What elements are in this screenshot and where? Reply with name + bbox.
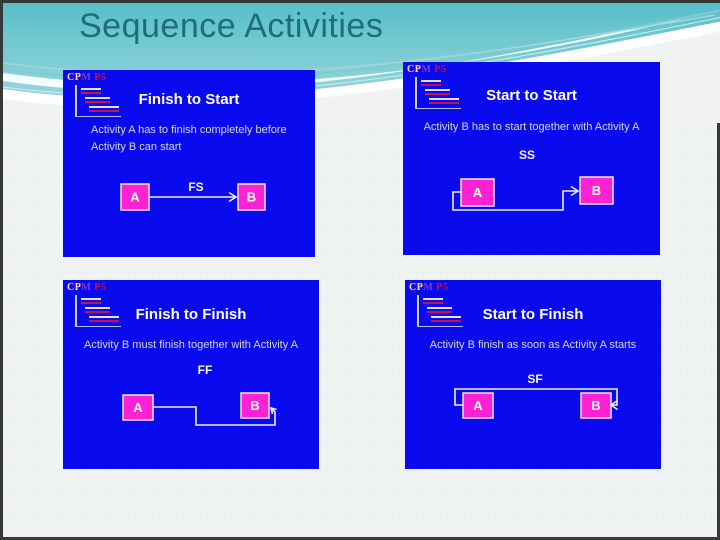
cpm-number: P5 xyxy=(94,282,107,293)
relation-label: SS xyxy=(519,148,535,162)
activity-b-box xyxy=(579,176,614,205)
cpm-prefix: CP xyxy=(67,72,82,83)
panel-title: Start to Finish xyxy=(482,306,584,323)
fs-diagram: FS A B xyxy=(120,180,266,211)
relation-label: FS xyxy=(188,180,203,194)
cpm-mid: M xyxy=(421,64,432,75)
activity-a-label: A xyxy=(130,190,140,205)
cpm-mid: M xyxy=(81,72,92,83)
gantt-chart-icon xyxy=(413,77,463,113)
gantt-chart-icon xyxy=(73,85,123,121)
panel-description: Activity B has to start together with Ac… xyxy=(423,121,640,133)
cpm-number: P5 xyxy=(94,72,107,83)
activity-b-label: B xyxy=(591,398,600,413)
cpm-prefix: CP xyxy=(409,282,424,293)
relation-label: SF xyxy=(527,372,542,386)
ff-diagram: FF A B xyxy=(122,363,277,426)
page-title: Sequence Activities xyxy=(79,7,384,45)
activity-b-box xyxy=(240,392,270,419)
activity-a-box xyxy=(462,392,494,419)
panel-description: Activity A has to finish completely befo… xyxy=(91,124,287,153)
cpm-prefix: CP xyxy=(407,64,422,75)
panel-title: Finish to Start xyxy=(138,91,240,108)
cpm-prefix: CP xyxy=(67,282,82,293)
sf-diagram: SF A B xyxy=(454,372,618,419)
relation-label: FF xyxy=(198,363,213,377)
cpm-number: P5 xyxy=(436,282,449,293)
panel-description: Activity B must finish together with Act… xyxy=(84,339,298,351)
cpm-mid: M xyxy=(81,282,92,293)
activity-b-label: B xyxy=(592,183,601,198)
gantt-chart-icon xyxy=(415,295,465,331)
gantt-chart-icon xyxy=(73,295,123,331)
cpm-number: P5 xyxy=(434,64,447,75)
cpm-mid: M xyxy=(423,282,434,293)
panel-description: Activity B finish as soon as Activity A … xyxy=(429,339,637,351)
activity-a-label: A xyxy=(133,400,143,415)
activity-b-label: B xyxy=(247,190,256,205)
activity-a-label: A xyxy=(473,185,483,200)
activity-a-box xyxy=(460,178,495,207)
ss-diagram: SS A B xyxy=(452,148,614,211)
activity-b-label: B xyxy=(250,398,259,413)
activity-a-label: A xyxy=(473,398,483,413)
panel-title: Finish to Finish xyxy=(135,306,247,323)
panel-title: Start to Start xyxy=(486,87,577,104)
activity-b-box xyxy=(237,183,266,211)
